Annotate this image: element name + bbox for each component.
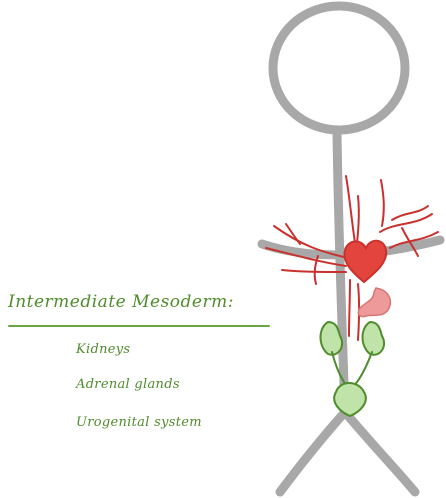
list-item-urogenital-system: Urogenital system [76, 415, 202, 430]
figure-right-leg [345, 412, 415, 492]
stomach [358, 288, 390, 317]
heading: Intermediate Mesoderm: [8, 290, 308, 314]
bladder [334, 383, 366, 416]
figure-left-leg [280, 412, 345, 492]
figure-head [273, 6, 405, 130]
right-kidney [363, 322, 385, 355]
intermediate-mesoderm-label-block: Intermediate Mesoderm: Kidneys Adrenal g… [8, 290, 308, 314]
heart [344, 241, 386, 282]
heading-underline [8, 325, 270, 327]
list-item-adrenal-glands: Adrenal glands [76, 377, 180, 392]
list-item-kidneys: Kidneys [76, 342, 130, 357]
